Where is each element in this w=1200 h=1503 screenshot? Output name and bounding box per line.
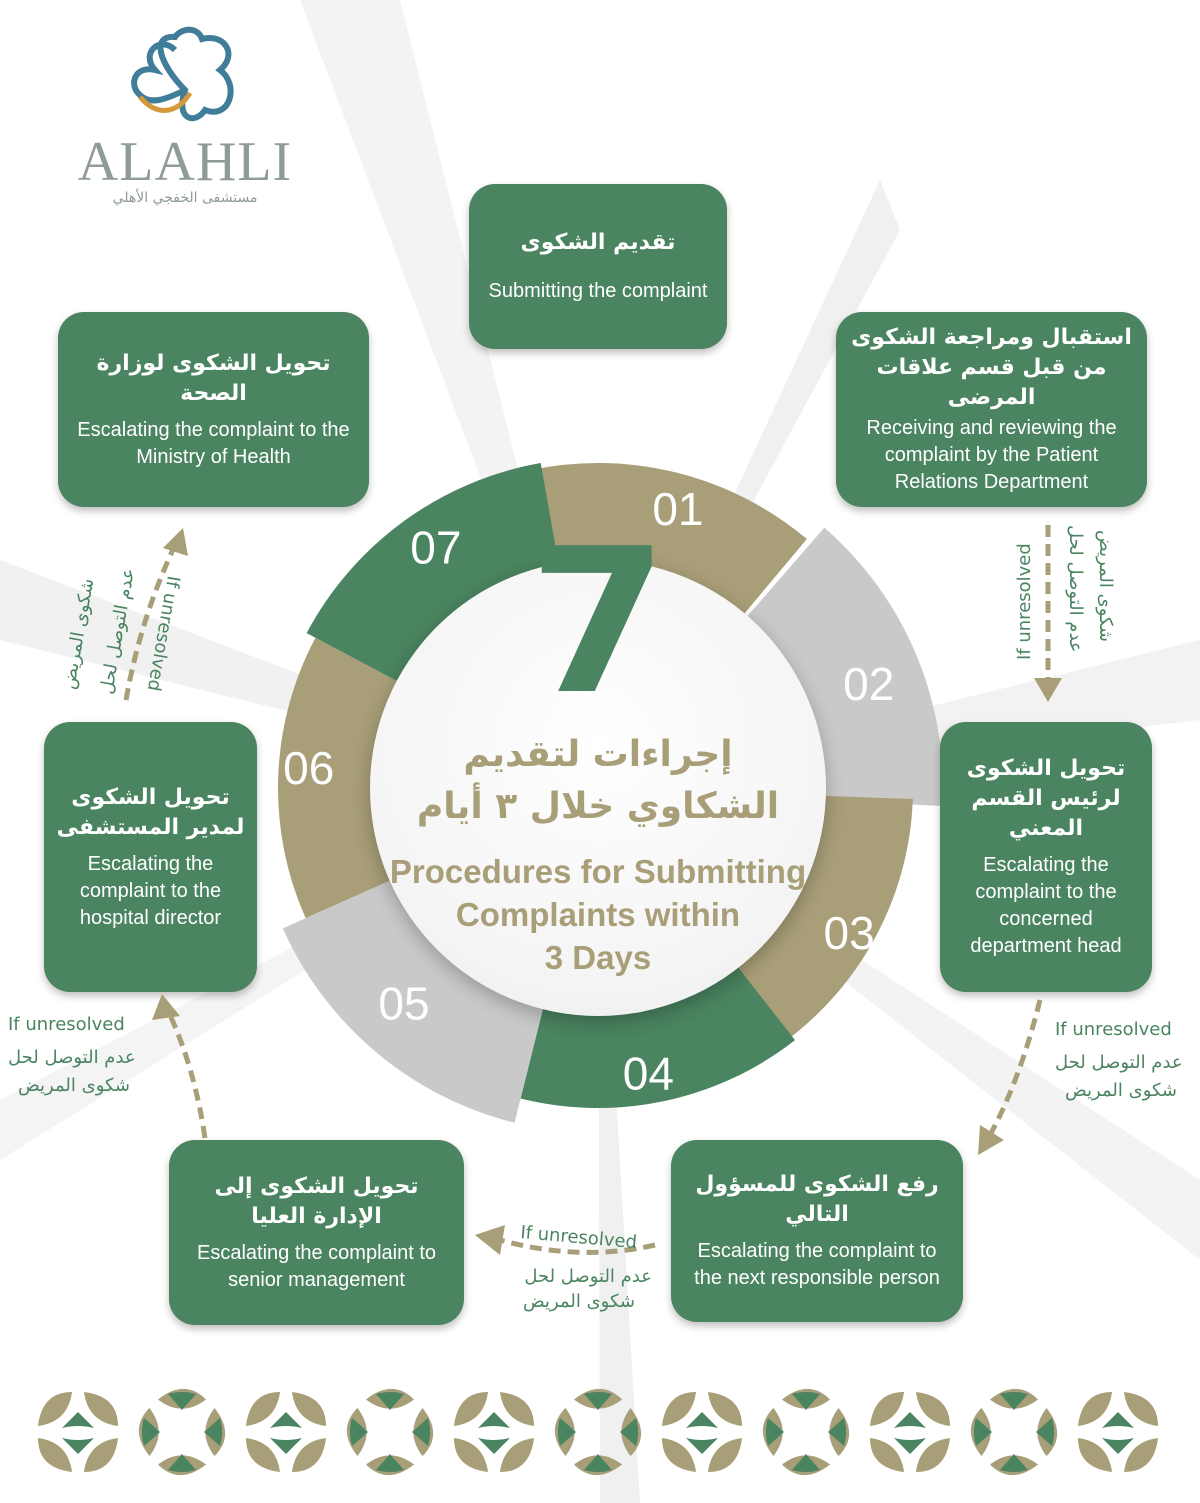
arrow-5-to-6 bbox=[167, 1013, 208, 1139]
step-4-ar: رفع الشكوى للمسؤول التالي bbox=[695, 1172, 939, 1227]
step-3-box: تحويل الشكوى لرئيس القسم المعني Escalati… bbox=[940, 722, 1152, 992]
step-5-box: تحويل الشكوى إلى الإدارة العليا Escalati… bbox=[169, 1140, 464, 1325]
step-2-ar: استقبال ومراجعة الشكوى من قبل قسم علاقات… bbox=[851, 325, 1132, 410]
logo-arabic-name: مستشفى الخفجي الأهلي bbox=[112, 190, 258, 206]
center-title-en-3: 3 Days bbox=[544, 939, 652, 976]
step-7-box: تحويل الشكوى لوزارة الصحة Escalating the… bbox=[58, 312, 369, 507]
pattern-medallion bbox=[1078, 1392, 1158, 1472]
clover-logo-icon bbox=[131, 26, 234, 122]
arrow-label-ar-1: عدم التوصل لحل bbox=[1065, 525, 1086, 653]
step-6-en: Escalating the complaint to the hospital… bbox=[79, 852, 222, 929]
arrow-label-ar-2: شكوى المريض bbox=[18, 1075, 130, 1096]
center-title-ar-1: إجراءات لتقديم bbox=[463, 734, 733, 775]
arrowhead-icon bbox=[1034, 678, 1062, 702]
step-5-ar: تحويل الشكوى إلى الإدارة العليا bbox=[214, 1173, 419, 1229]
pattern-medallion bbox=[762, 1388, 850, 1476]
step-2-en: Receiving and reviewing the complaint by… bbox=[866, 417, 1117, 493]
arrow-label-en: If unresolved bbox=[1014, 543, 1035, 660]
segment-04 bbox=[520, 945, 796, 1108]
step-6-box: تحويل الشكوى لمدير المستشفى Escalating t… bbox=[44, 722, 257, 992]
arrow-label-ar-2: شكوى المريض bbox=[523, 1291, 635, 1312]
center-title-en: Procedures for Submitting Complaints wit… bbox=[370, 850, 826, 979]
big-seven: 7 bbox=[528, 506, 668, 739]
step-2-box: استقبال ومراجعة الشكوى من قبل قسم علاقات… bbox=[836, 312, 1147, 507]
step-3-en: Escalating the complaint to the concerne… bbox=[970, 854, 1122, 957]
arrow-label-ar-2: شكوى المريض bbox=[1095, 530, 1116, 642]
arrow-6-to-7 bbox=[123, 543, 178, 701]
arrowhead-icon bbox=[978, 1125, 1004, 1155]
step-3-ar: تحويل الشكوى لرئيس القسم المعني bbox=[966, 756, 1126, 841]
step-4-box: رفع الشكوى للمسؤول التالي Escalating the… bbox=[671, 1140, 963, 1322]
pattern-medallion bbox=[138, 1388, 226, 1476]
alahli-logo: ALAHLI مستشفى الخفجي الأهلي bbox=[70, 25, 300, 206]
segment-03 bbox=[715, 794, 913, 1043]
pattern-medallion bbox=[454, 1392, 534, 1472]
logo-name: ALAHLI bbox=[77, 131, 293, 193]
pattern-medallion bbox=[970, 1388, 1058, 1476]
pattern-medallion bbox=[662, 1392, 742, 1472]
step-1-ar: تقديم الشكوى bbox=[520, 230, 676, 255]
segment-number-03: 03 bbox=[824, 907, 875, 959]
segment-01 bbox=[530, 463, 807, 635]
segment-number-06: 06 bbox=[283, 742, 334, 794]
step-7-en: Escalating the complaint to the Ministry… bbox=[77, 418, 350, 468]
center-title-ar-2: الشكاوي خلال ٣ أيام bbox=[416, 786, 780, 827]
pattern-medallion bbox=[870, 1392, 950, 1472]
segment-07 bbox=[306, 463, 564, 695]
arrowhead-icon bbox=[152, 994, 180, 1020]
arrowhead-icon bbox=[163, 528, 188, 556]
segment-02 bbox=[729, 527, 943, 807]
segment-number-05: 05 bbox=[378, 978, 429, 1030]
step-1-box: تقديم الشكوى Submitting the complaint bbox=[469, 184, 727, 349]
pattern-medallion bbox=[38, 1392, 118, 1472]
center-title-en-1: Procedures for Submitting bbox=[389, 853, 807, 890]
step-7-ar: تحويل الشكوى لوزارة الصحة bbox=[96, 350, 331, 406]
pattern-medallion bbox=[246, 1392, 326, 1472]
step-6-ar: تحويل الشكوى لمدير المستشفى bbox=[56, 784, 245, 840]
pattern-medallion bbox=[346, 1388, 434, 1476]
step-1-en: Submitting the complaint bbox=[488, 280, 708, 302]
center-title-en-2: Complaints within bbox=[455, 896, 741, 933]
step-4-en: Escalating the complaint to the next res… bbox=[694, 1240, 940, 1289]
arrow-label-en: If unresolved bbox=[8, 1014, 125, 1035]
arrow-label-ar-1: عدم التوصل لحل bbox=[8, 1047, 136, 1068]
arrow-label-en: If unresolved bbox=[1055, 1019, 1172, 1040]
arrow-label-ar-2: شكوى المريض bbox=[1065, 1080, 1177, 1101]
segment-05 bbox=[282, 869, 550, 1123]
pattern-medallion bbox=[554, 1388, 642, 1476]
center-title-circle: 7 إجراءات لتقديم الشكاوي خلال ٣ أيام Pro… bbox=[370, 523, 826, 1016]
arrow-label-ar-1: عدم التوصل لحل bbox=[524, 1266, 652, 1287]
arrow-3-to-4 bbox=[987, 999, 1043, 1137]
step-5-en: Escalating the complaint to senior manag… bbox=[196, 1241, 437, 1291]
segment-number-07: 07 bbox=[410, 522, 461, 574]
segment-number-02: 02 bbox=[843, 658, 894, 710]
segment-number-01: 01 bbox=[652, 483, 703, 535]
segment-number-04: 04 bbox=[623, 1048, 674, 1100]
arrowhead-icon bbox=[475, 1225, 505, 1255]
arrow-label-ar-1: عدم التوصل لحل bbox=[1055, 1052, 1183, 1073]
arrow-4-to-5 bbox=[499, 1237, 656, 1255]
